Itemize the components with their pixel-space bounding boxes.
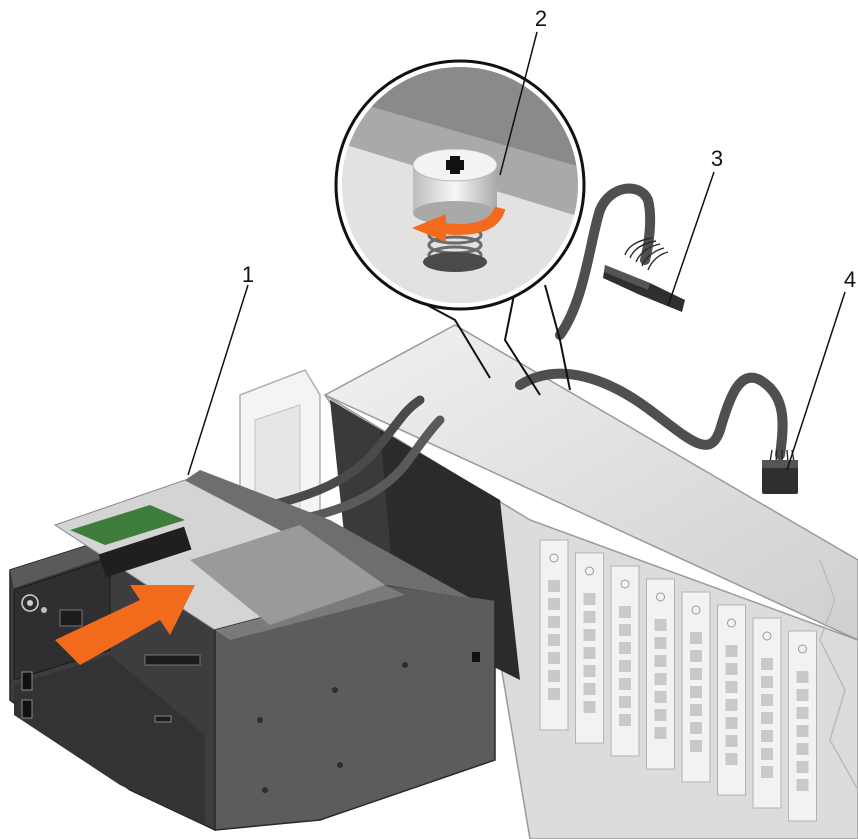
phillips-screw-icon xyxy=(413,149,497,225)
usb-port-icon xyxy=(22,672,32,690)
callout-3: 3 xyxy=(711,146,723,171)
drive-bay xyxy=(753,618,781,808)
drive-bay xyxy=(647,579,675,769)
magnified-detail xyxy=(330,60,590,320)
drive-bay xyxy=(540,540,568,730)
callout-1: 1 xyxy=(242,262,254,287)
drive-bay xyxy=(576,553,604,743)
drive-bay xyxy=(718,605,746,795)
drive-bay xyxy=(611,566,639,756)
callout-2: 2 xyxy=(535,6,547,31)
usb-port-icon xyxy=(22,700,32,718)
callout-4: 4 xyxy=(844,267,856,292)
drive-bay xyxy=(682,592,710,782)
drive-bay xyxy=(789,631,817,821)
